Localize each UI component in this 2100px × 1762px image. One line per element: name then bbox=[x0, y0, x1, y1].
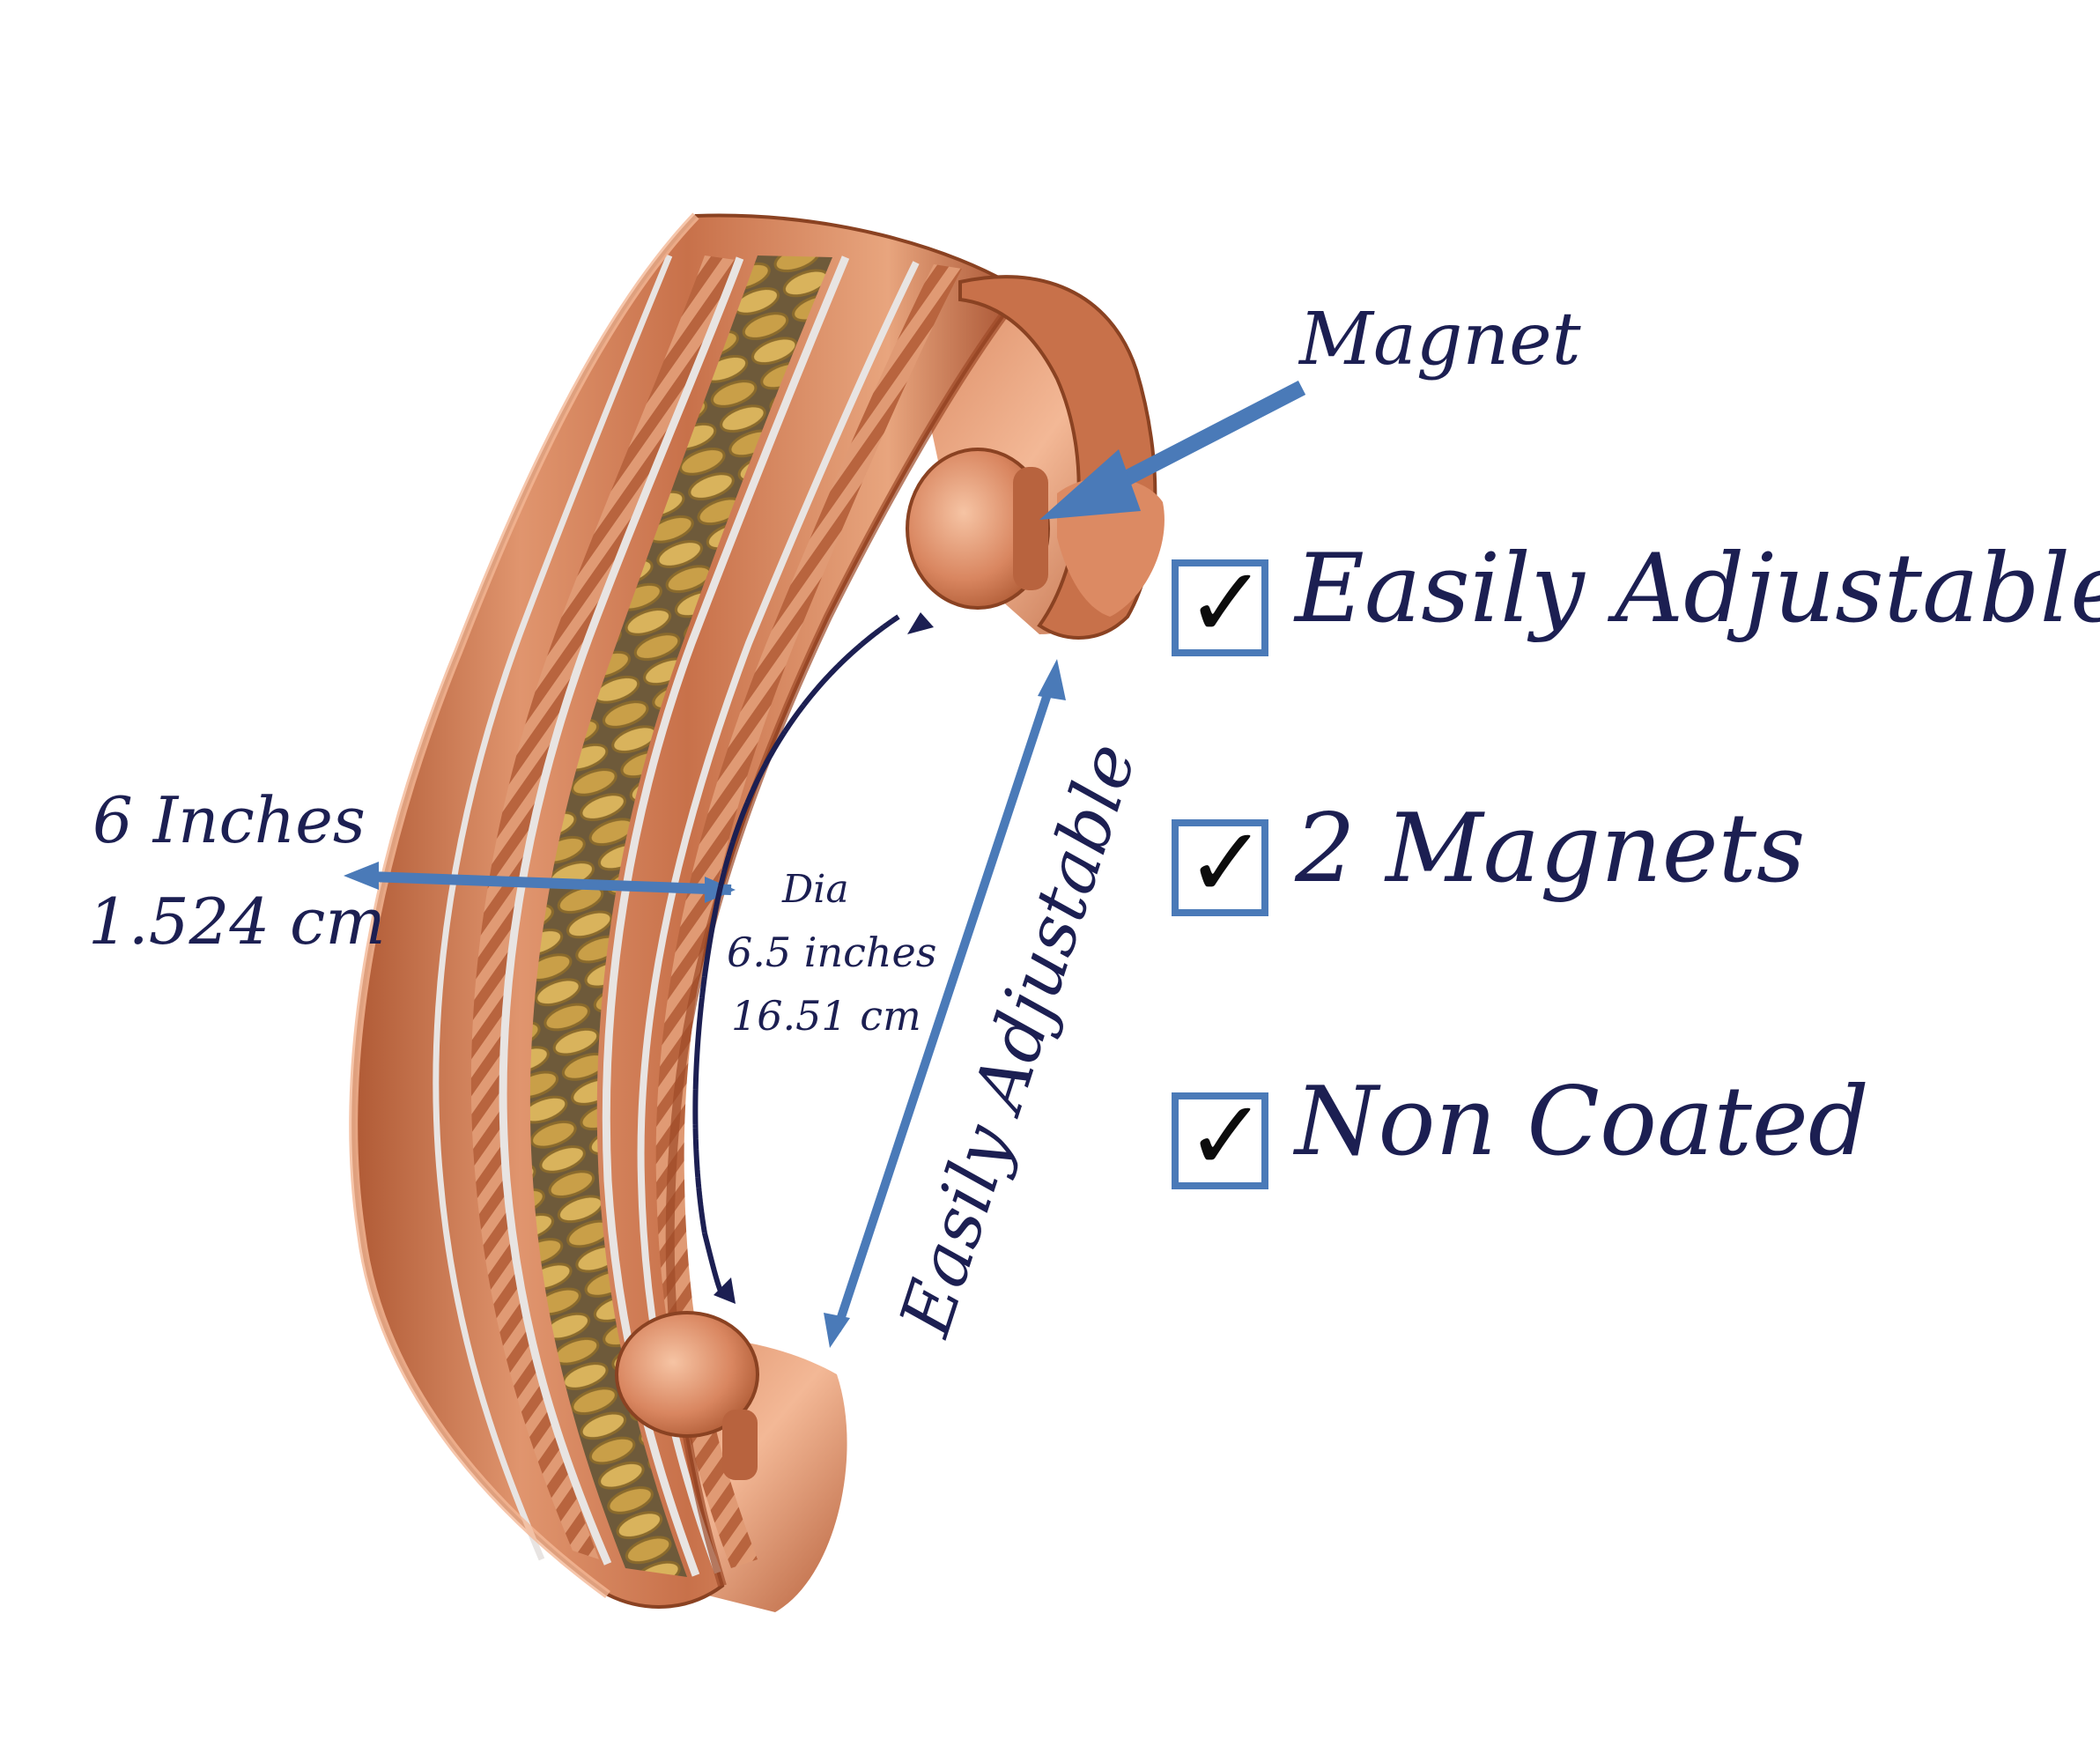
check-icon: ✓ bbox=[1186, 546, 1268, 659]
diameter-arrow bbox=[692, 612, 934, 1304]
magnet-bottom bbox=[615, 1311, 759, 1480]
width-inches-label: 6 Inches bbox=[92, 783, 366, 857]
checkbox-icon: ✓ bbox=[1172, 1087, 1268, 1189]
diameter-label: Dia bbox=[782, 867, 849, 912]
checkbox-icon: ✓ bbox=[1172, 554, 1268, 656]
magnet-top bbox=[906, 448, 1050, 610]
adjustable-arrow bbox=[824, 659, 1066, 1348]
width-cm-label: 1.524 cm bbox=[88, 885, 386, 959]
checkbox-icon: ✓ bbox=[1172, 814, 1268, 916]
check-icon: ✓ bbox=[1186, 1079, 1268, 1192]
magnet-label: Magnet bbox=[1299, 298, 1581, 381]
diameter-cm-label: 16.51 cm bbox=[731, 992, 921, 1040]
feature-label: Non Coated bbox=[1295, 1067, 1869, 1177]
check-icon: ✓ bbox=[1186, 806, 1268, 919]
diameter-inches-label: 6.5 inches bbox=[727, 929, 937, 976]
feature-label: 2 Magnets bbox=[1295, 794, 1806, 904]
magnet-pointer-arrow bbox=[1039, 381, 1306, 520]
feature-label: Easily Adjustable bbox=[1295, 534, 2100, 644]
